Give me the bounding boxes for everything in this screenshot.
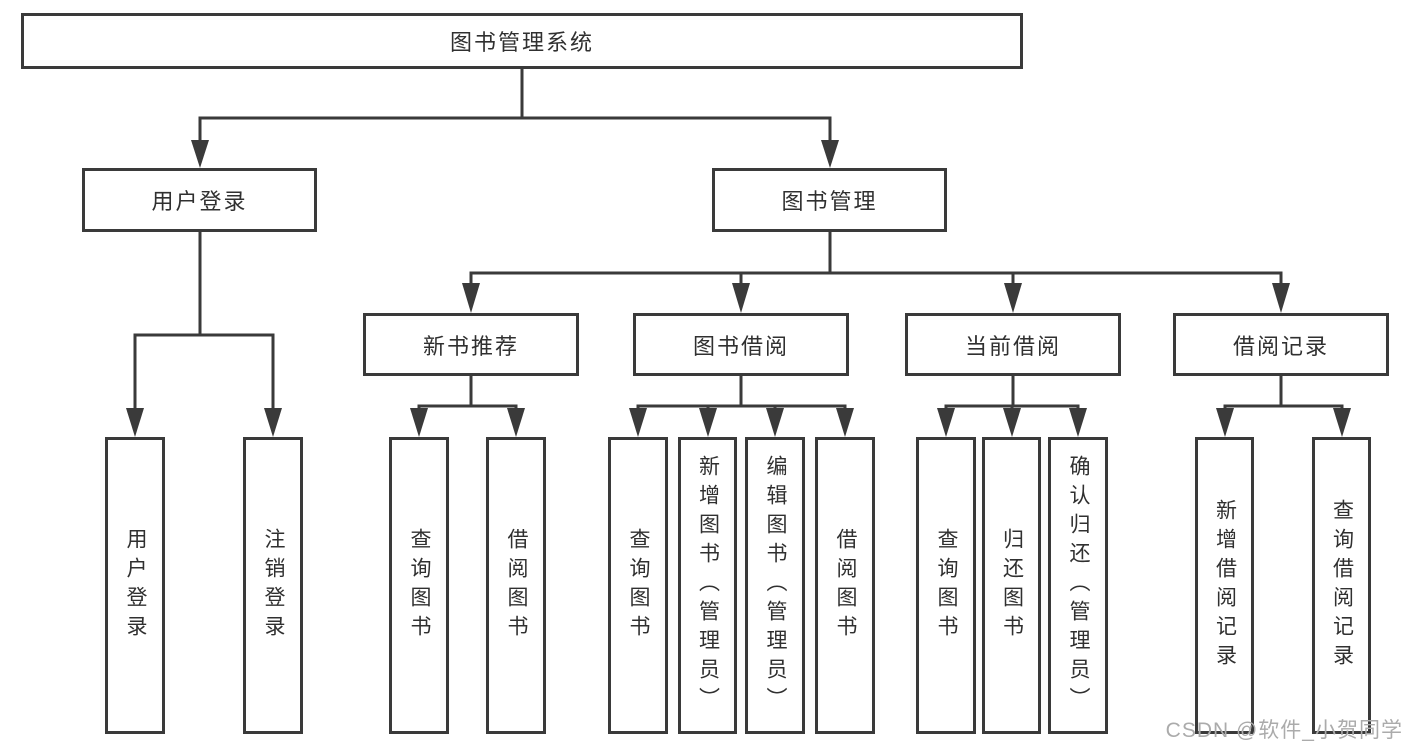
arrow-down-icon [1003, 408, 1021, 437]
connector-user-login-to-leaves [133, 232, 275, 409]
node-user-login: 用户登录 [82, 168, 317, 232]
arrow-down-icon [1004, 283, 1022, 313]
arrow-down-icon [766, 408, 784, 437]
connector-borrow-records-to-leaves [1223, 376, 1344, 408]
node-library-management-system: 图书管理系统 [21, 13, 1023, 69]
connector-new-book-recommend-to-leaves [417, 376, 518, 408]
connector-current-borrow-to-leaves [944, 376, 1080, 408]
arrow-down-icon [836, 408, 854, 437]
csdn-watermark: CSDN @软件_小贺同学 [1165, 719, 1403, 742]
arrow-down-icon [1272, 283, 1290, 313]
leaf-logout: 注销登录 [243, 437, 303, 734]
node-borrow-records: 借阅记录 [1173, 313, 1389, 376]
arrow-down-icon [1333, 408, 1351, 437]
node-new-book-recommend: 新书推荐 [363, 313, 579, 376]
arrow-down-icon [1069, 408, 1087, 437]
arrow-down-icon [264, 408, 282, 437]
leaf-add-borrow-record: 新增借阅记录 [1195, 437, 1254, 734]
arrow-down-icon [821, 140, 839, 168]
leaf-edit-books-admin: 编辑图书（管理员） [745, 437, 805, 734]
leaf-return-books: 归还图书 [982, 437, 1041, 734]
node-book-management: 图书管理 [712, 168, 947, 232]
leaf-query-books-current: 查询图书 [916, 437, 976, 734]
connector-book-management-to-level3 [469, 232, 1283, 284]
arrow-down-icon [507, 408, 525, 437]
connector-book-borrow-to-leaves [636, 376, 847, 408]
leaf-add-books-admin: 新增图书（管理员） [678, 437, 737, 734]
arrow-down-icon [937, 408, 955, 437]
leaf-confirm-return-admin: 确认归还（管理员） [1048, 437, 1108, 734]
arrow-down-icon [732, 283, 750, 313]
node-current-borrow: 当前借阅 [905, 313, 1121, 376]
arrow-down-icon [462, 283, 480, 313]
leaf-query-books-recommend: 查询图书 [389, 437, 449, 734]
leaf-borrow-books-recommend: 借阅图书 [486, 437, 546, 734]
arrow-down-icon [629, 408, 647, 437]
leaf-query-books-borrow: 查询图书 [608, 437, 668, 734]
arrow-down-icon [410, 408, 428, 437]
arrow-down-icon [1216, 408, 1234, 437]
connector-root-to-level2 [198, 69, 832, 141]
arrow-down-icon [126, 408, 144, 437]
leaf-user-login: 用户登录 [105, 437, 165, 734]
leaf-borrow-books: 借阅图书 [815, 437, 875, 734]
arrow-down-icon [699, 408, 717, 437]
arrow-down-icon [191, 140, 209, 168]
node-book-borrow: 图书借阅 [633, 313, 849, 376]
leaf-query-borrow-record: 查询借阅记录 [1312, 437, 1371, 734]
